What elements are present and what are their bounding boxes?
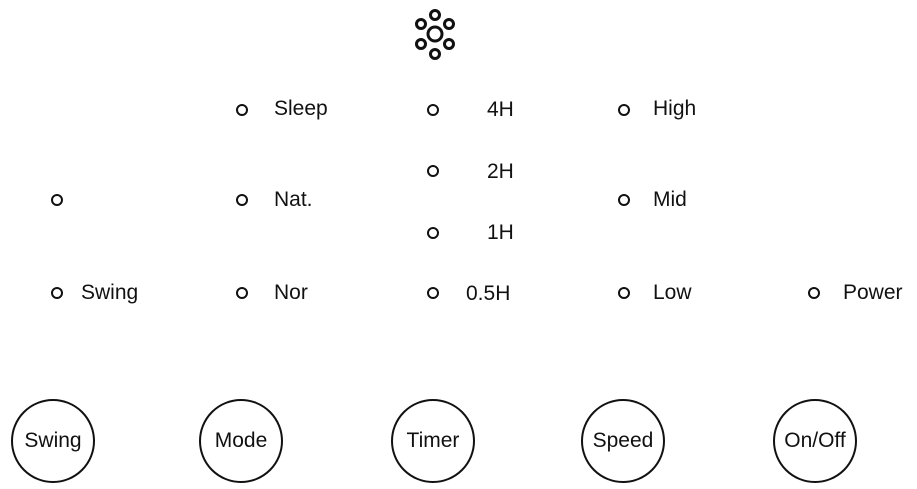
speed-high-label: High [653,97,697,120]
speed-low-label: Low [653,281,692,304]
normal-indicator-label: Nor [274,281,308,304]
speed-high-led [618,104,630,116]
speed-mid-led [618,194,630,206]
timer-4h-led [427,104,439,116]
natural-indicator-label: Nat. [274,188,313,211]
swing-top-indicator-led [51,194,63,206]
speed-mid-label: Mid [653,188,687,211]
timer-0-5h-label: 0.5H [466,282,511,305]
speed-low-led [618,287,630,299]
timer-button[interactable]: Timer [391,399,475,483]
speed-button[interactable]: Speed [581,399,665,483]
natural-indicator-led [236,194,248,206]
timer-4h-label: 4H [487,98,514,121]
swing-indicator-label: Swing [81,281,139,304]
on-off-button[interactable]: On/Off [773,399,857,483]
sleep-indicator-label: Sleep [274,97,328,120]
swing-button[interactable]: Swing [11,399,95,483]
timer-0-5h-led [427,287,439,299]
timer-2h-label: 2H [487,160,514,183]
timer-1h-label: 1H [487,221,514,244]
timer-2h-led [427,165,439,177]
swing-indicator-led [51,287,63,299]
normal-indicator-led [236,287,248,299]
mode-button[interactable]: Mode [199,399,283,483]
power-indicator-label: Power [843,281,903,304]
sleep-indicator-led [236,104,248,116]
power-indicator-led [808,287,820,299]
timer-1h-led [427,227,439,239]
fan-icon [415,9,455,60]
